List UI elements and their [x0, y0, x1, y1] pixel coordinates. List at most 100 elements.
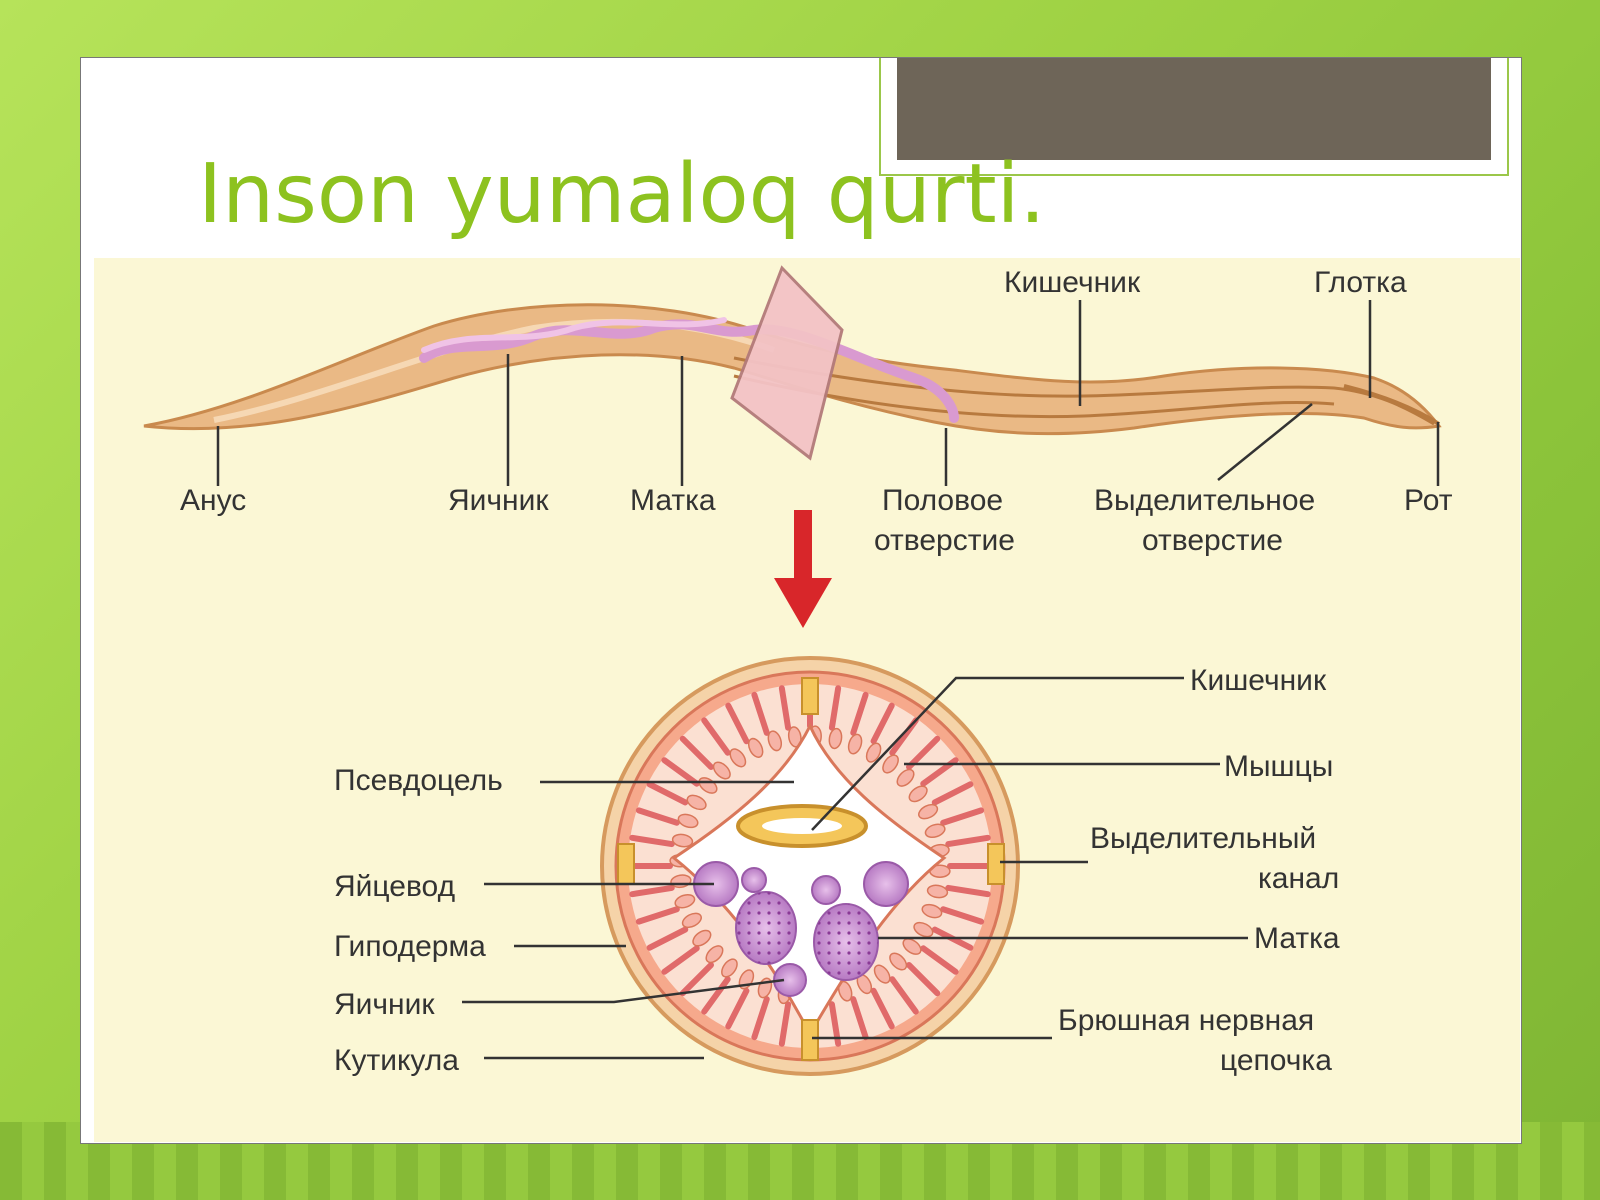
worm-pharynx — [1343, 384, 1441, 426]
label-section-ovary: Яичник — [334, 988, 435, 1021]
ventral-nerve-cord — [801, 1019, 819, 1061]
label-genital-pore-1: Половое — [882, 484, 1003, 517]
muscle-cell-bulb — [671, 833, 694, 848]
label-excretory-pore-2: отверстие — [1142, 524, 1283, 557]
down-arrow-icon — [774, 510, 832, 628]
muscle-cell-bulb — [926, 884, 949, 899]
muscle-fiber — [679, 961, 715, 997]
muscle-fiber — [725, 987, 750, 1030]
muscle-cell-bulb — [767, 730, 783, 752]
muscle-fiber — [751, 691, 770, 736]
muscle-fiber — [646, 781, 689, 806]
worm-leader-lines — [216, 300, 1440, 486]
muscle-cell-bulb — [721, 958, 738, 978]
title-tab-fill — [897, 58, 1491, 160]
oviduct-eggs — [693, 861, 909, 997]
muscle-fiber — [905, 961, 941, 997]
muscle-cell-bulb — [865, 742, 882, 763]
label-genital-pore-2: отверстие — [874, 524, 1015, 557]
excretory-canal-left — [617, 843, 635, 885]
worm-body — [143, 265, 1442, 461]
muscle-cell-bulb — [873, 964, 891, 984]
muscle-cell-bulb — [747, 737, 764, 758]
muscle-fiber — [945, 884, 991, 898]
muscle-fiber — [661, 757, 700, 787]
muscle-fiber — [635, 807, 680, 826]
muscle-fiber — [940, 906, 985, 925]
muscle-fiber — [725, 702, 750, 745]
muscle-fiber — [701, 976, 731, 1015]
muscle-cell-bulb — [921, 903, 943, 919]
muscle-cell-bulb — [712, 761, 731, 780]
label-nerve-cord-2: цепочка — [1220, 1044, 1332, 1077]
section-plane — [730, 265, 844, 461]
label-intestine: Кишечник — [1004, 266, 1141, 299]
muscle-fiber — [828, 685, 842, 731]
leader-excretory-pore — [1217, 403, 1313, 481]
muscle-cell-bulb — [847, 733, 863, 755]
muscle-cell-bulb — [681, 912, 702, 929]
label-excretory-pore-1: Выделительное — [1094, 484, 1315, 517]
muscle-fiber — [635, 906, 680, 925]
muscle-cell-bulb — [908, 785, 928, 803]
muscle-fiber — [850, 996, 869, 1041]
cross-section — [600, 656, 1020, 1076]
muscle-fiber — [701, 717, 731, 756]
label-mouth: Рот — [1404, 484, 1453, 517]
muscle-cell-bulb — [674, 893, 696, 909]
uterus-eggs — [735, 891, 879, 981]
muscle-fiber — [751, 996, 770, 1041]
muscle-fiber — [679, 735, 715, 771]
label-muscles: Мышцы — [1224, 750, 1333, 783]
muscle-fiber — [646, 926, 689, 951]
label-section-intestine: Кишечник — [1190, 664, 1327, 697]
muscle-fiber — [920, 945, 959, 975]
muscle-fiber — [870, 702, 895, 745]
label-section-uterus: Матка — [1254, 922, 1340, 955]
muscle-cell-bulb — [677, 813, 699, 829]
label-hypodermis: Гиподерма — [334, 930, 486, 963]
leader-section-intestine — [811, 676, 1184, 831]
label-nerve-cord-1: Брюшная нервная — [1058, 1004, 1314, 1037]
excretory-canal-right — [987, 843, 1005, 885]
label-anus: Анус — [180, 484, 246, 517]
muscle-cell-bulb — [902, 938, 922, 955]
muscle-fiber — [931, 781, 974, 806]
muscle-cell-bulb — [913, 921, 934, 938]
muscle-fiber — [778, 685, 792, 731]
roundworm-diagram: Анус Яичник Матка Половое отверстие Выде… — [94, 258, 1520, 1142]
muscle-cell-bulb — [889, 952, 908, 971]
muscle-fiber — [945, 834, 991, 848]
intestine-lumen — [762, 818, 842, 834]
muscle-fiber — [905, 735, 941, 771]
diagram-svg: Анус Яичник Матка Половое отверстие Выде… — [143, 265, 1453, 1077]
label-uterus: Матка — [630, 484, 716, 517]
label-ovary: Яичник — [448, 484, 549, 517]
muscle-fiber — [889, 976, 919, 1015]
label-cuticle: Кутикула — [334, 1044, 459, 1077]
muscle-fiber — [778, 1001, 792, 1047]
muscle-fiber — [940, 807, 985, 826]
muscle-cell-bulb — [686, 794, 707, 811]
label-excretory-canal-2: канал — [1258, 862, 1339, 895]
muscle-cell-bulb — [882, 754, 899, 774]
leader-section-ovary — [462, 978, 785, 1004]
muscle-cell-bulb — [692, 929, 712, 947]
muscle-cell-bulb — [705, 945, 724, 964]
muscle-cell-bulb — [729, 748, 747, 768]
muscle-fiber — [661, 945, 700, 975]
muscle-fiber — [850, 691, 869, 736]
muscle-fiber — [629, 834, 675, 848]
label-pharynx: Глотка — [1314, 266, 1407, 299]
muscle-cell-bulb — [828, 727, 843, 750]
slide-title: Inson yumaloq qurti. — [198, 147, 1046, 242]
section-leader-lines — [462, 676, 1248, 1060]
label-oviduct: Яйцевод — [334, 870, 455, 903]
muscle-cell-bulb — [896, 768, 915, 787]
label-pseudocoel: Псевдоцель — [334, 764, 503, 797]
worm-uterus-tubes — [421, 317, 727, 353]
muscle-cell-bulb — [918, 803, 939, 820]
muscle-fiber — [870, 987, 895, 1030]
dorsal-cord — [801, 677, 819, 715]
worm-intestine-line-2 — [733, 374, 1335, 419]
